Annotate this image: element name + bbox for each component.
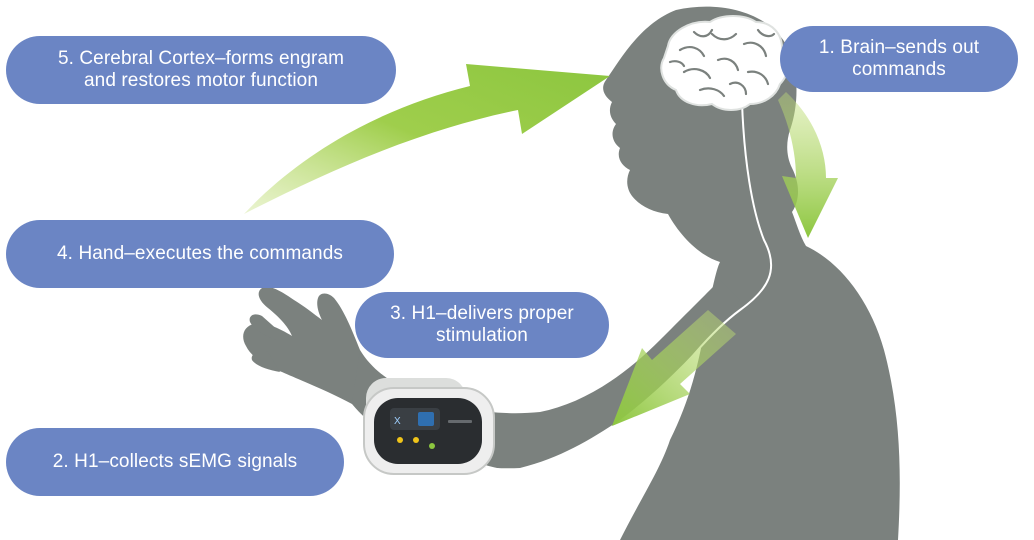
arrow-hand-to-brain	[244, 64, 610, 214]
svg-text:X: X	[394, 416, 401, 427]
human-silhouette-body	[603, 6, 900, 540]
arrow-body-to-arm	[612, 310, 736, 426]
step-2-label: 2. H1–collects sEMG signals	[6, 428, 344, 496]
brain-icon	[660, 15, 789, 111]
step-3-label: 3. H1–delivers proper stimulation	[355, 292, 609, 358]
step-1-label: 1. Brain–sends out commands	[780, 26, 1018, 92]
arrow-brain-to-body	[778, 92, 838, 238]
h1-device-armband: X	[363, 378, 495, 475]
human-silhouette-hand	[243, 286, 360, 404]
step-5-label: 5. Cerebral Cortex–forms engram and rest…	[6, 36, 396, 104]
step-4-label: 4. Hand–executes the commands	[6, 220, 394, 288]
human-silhouette-fingers	[249, 314, 280, 372]
